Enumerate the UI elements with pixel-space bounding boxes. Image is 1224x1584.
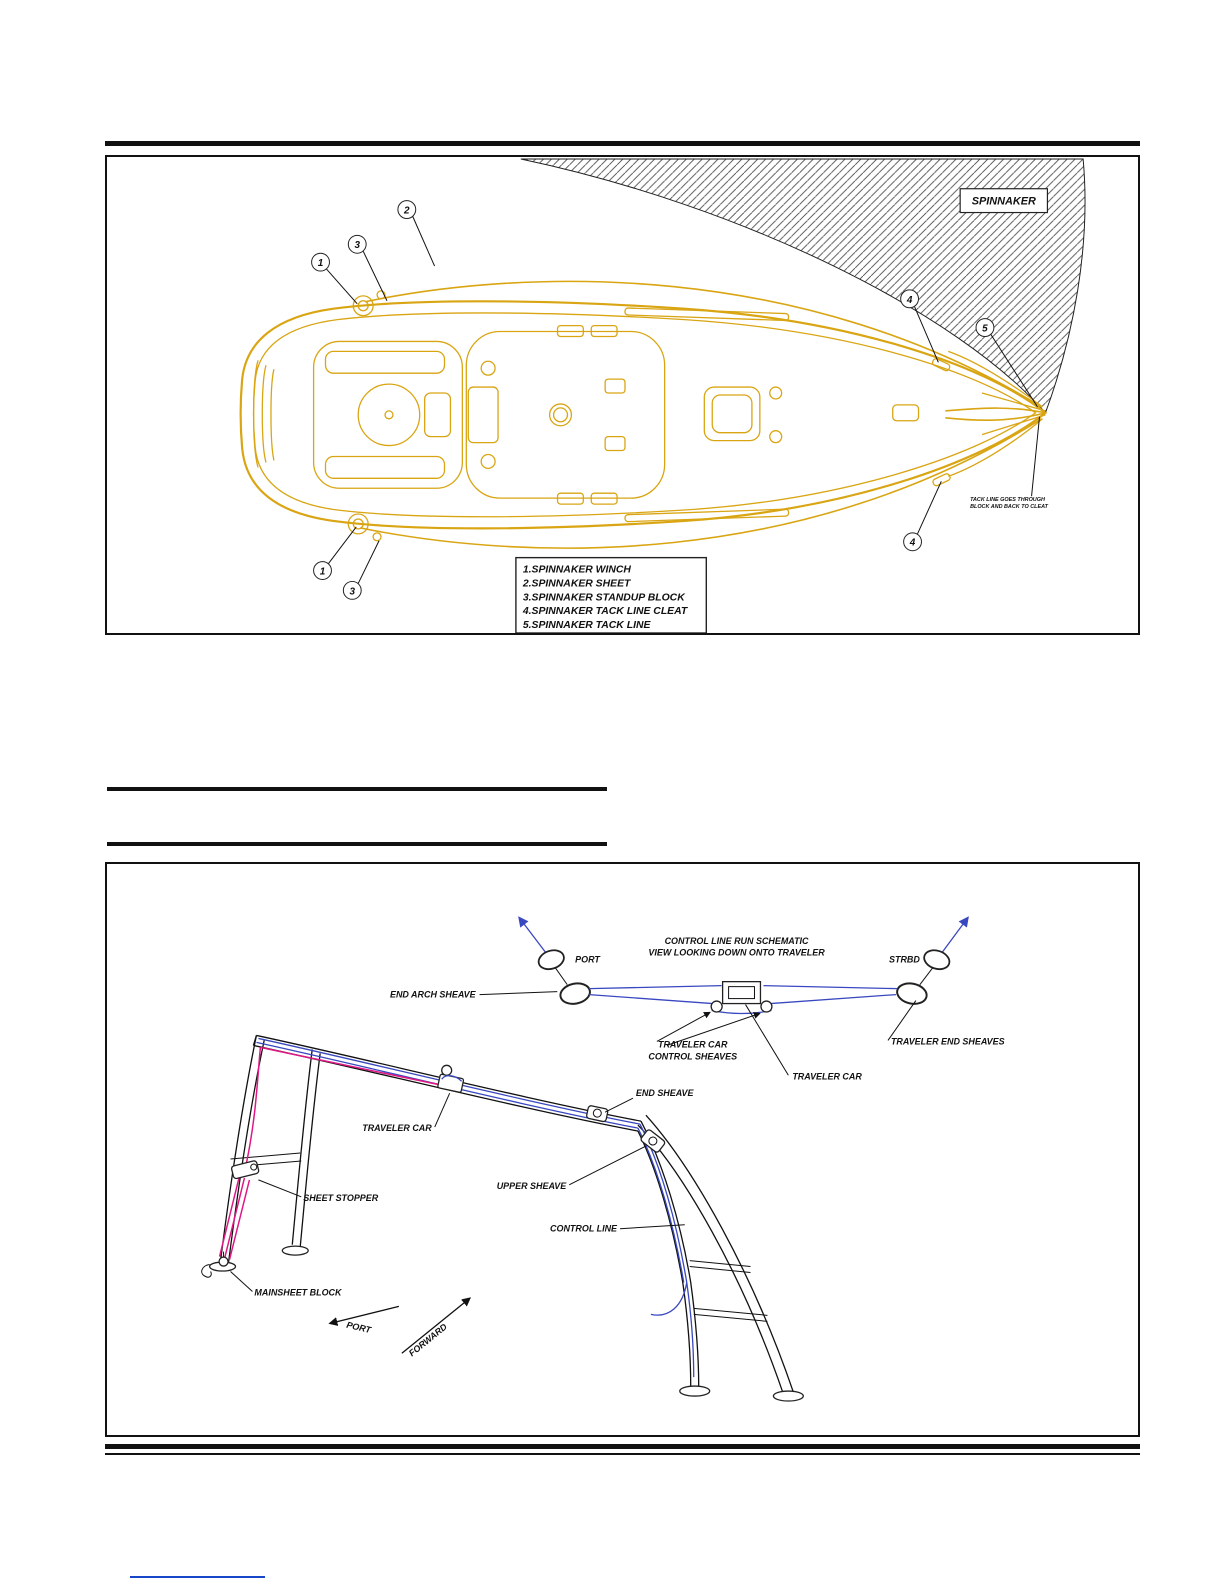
jib-track-stbd [624,508,790,523]
callout-3-top-number: 3 [354,240,360,251]
steering-wheel [357,383,421,447]
spinnaker-sail-shape [520,158,1086,414]
spinnaker-deck-svg: 2 3 1 4 5 4 1 [239,158,1086,633]
legend-box: 1.SPINNAKER WINCH 2.SPINNAKER SHEET 3.SP… [515,556,707,633]
end-sheave-device [586,1105,609,1123]
pedestal [424,392,452,438]
traveler-end-sheave-ellipse [896,982,928,1005]
mast [552,407,569,423]
callout-1-bottom-number: 1 [320,566,326,577]
control-line-schematic: CONTROL LINE RUN SCHEMATIC VIEW LOOKING … [390,916,1005,1081]
upper-sheave-device [640,1129,666,1153]
mainsheet-block-device [201,1251,229,1278]
schematic-traveler-car-label: TRAVELER CAR [792,1071,862,1081]
callout-1-bottom [313,561,332,580]
foredeck-hatch [703,386,761,442]
jib-track-port [624,307,790,322]
bottom-rule [105,1444,1140,1455]
tack-line-note-line1: TACK LINE GOES THROUGH [970,497,1046,503]
strbd-label: STRBD [889,955,920,965]
hull-outline [239,300,1048,530]
traveler-car-device [437,1064,465,1093]
tack-line-cleat-port [931,358,951,372]
car-control-sheave-right [760,1000,773,1013]
cabin-trunk [465,330,666,499]
callout-3-top [347,234,367,254]
forward-direction-label: FORWARD [407,1321,450,1358]
footer-link[interactable] [130,1576,265,1578]
spinnaker-sheet-stbd [360,418,1042,549]
schematic-title-line1: CONTROL LINE RUN SCHEMATIC [665,936,809,946]
car-control-sheave-left [710,1000,723,1013]
control-line-label: CONTROL LINE [550,1224,618,1234]
port-sheave-ellipse [537,949,565,971]
control-line-tail [650,1282,688,1316]
callout-2 [397,200,417,219]
arch-drawing: END SHEAVE TRAVELER CAR UPPER SHEAVE SHE… [201,1034,804,1402]
end-sheave-label: END SHEAVE [636,1088,695,1098]
windlass [892,404,920,422]
cockpit-seat-stbd [324,455,446,479]
strbd-sheave-ellipse [923,949,951,971]
traveler-arch-svg: CONTROL LINE RUN SCHEMATIC VIEW LOOKING … [201,916,1005,1402]
upper-sheave-label: UPPER SHEAVE [497,1181,568,1191]
legend-item-3: 3.SPINNAKER STANDUP BLOCK [523,592,686,603]
traveler-car-label: TRAVELER CAR [362,1123,432,1133]
schematic-title-line2: VIEW LOOKING DOWN ONTO TRAVELER [648,948,825,958]
callout-5 [975,318,995,337]
callout-4-top [900,289,920,309]
top-rule [105,141,1140,146]
port-direction-arrow [328,1305,400,1326]
cockpit-seat-port [324,350,446,374]
control-line-run [639,1123,695,1378]
cockpit [312,340,463,489]
standup-block-stbd [372,532,382,542]
callout-2-number: 2 [403,206,410,217]
legend-item-1: 1.SPINNAKER WINCH [523,565,632,576]
mainsheet-block-label: MAINSHEET BLOCK [254,1287,342,1297]
callout-4-top-number: 4 [906,295,913,306]
tack-line-cleat-stbd [932,473,951,487]
callouts: 2 3 1 4 5 4 1 [311,200,1038,600]
figure-traveler-arch: CONTROL LINE RUN SCHEMATIC VIEW LOOKING … [105,862,1140,1437]
control-sheaves-label-line1: TRAVELER CAR [658,1039,728,1049]
spinnaker-sheet-port [364,280,1042,408]
spinnaker-tack-line [945,412,1046,422]
callout-3-bottom-number: 3 [350,586,356,597]
port-label: PORT [575,955,601,965]
mainsheet-run-leg [245,1047,262,1164]
sheet-stopper-label: SHEET STOPPER [303,1193,378,1203]
spinnaker-winch-port [352,295,374,317]
mainsheet-run-beam [260,1046,452,1088]
section-rule-1 [107,787,607,791]
figure-spinnaker-deck-layout: 2 3 1 4 5 4 1 [105,155,1140,635]
callout-4-bottom-number: 4 [909,538,916,549]
spinnaker-winch-stbd [347,513,369,535]
boat-deck-drawing [239,280,1048,549]
companionway [467,386,499,444]
end-arch-sheave-label: END ARCH SHEAVE [390,990,477,1000]
tack-line-note: TACK LINE GOES THROUGH BLOCK AND BACK TO… [970,416,1049,510]
callout-1-top-number: 1 [318,258,324,269]
callout-4-bottom [903,532,922,552]
legend-item-4: 4.SPINNAKER TACK LINE CLEAT [522,606,689,617]
tack-line-note-line2: BLOCK AND BACK TO CLEAT [970,504,1049,510]
spinnaker-label: SPINNAKER [972,196,1036,208]
traveler-end-sheaves-label: TRAVELER END SHEAVES [891,1036,1005,1046]
arch-foot-front-right [679,1385,711,1397]
control-sheaves-label-line2: CONTROL SHEAVES [648,1051,737,1061]
port-direction-label: PORT [346,1320,374,1336]
arch-foot-rear-right [772,1390,804,1402]
spinnaker-label-box: SPINNAKER [959,188,1049,214]
callout-3-bottom [342,580,362,600]
arch-foot-rear-left [281,1245,309,1256]
callout-5-number: 5 [982,324,988,335]
forward-direction-arrow [401,1297,472,1354]
section-rule-2 [107,842,607,846]
callout-1-top [311,252,330,272]
legend-item-2: 2.SPINNAKER SHEET [522,578,632,589]
end-arch-sheave-ellipse [559,982,591,1005]
legend-item-5: 5.SPINNAKER TACK LINE [523,620,652,631]
sheet-stopper-device [230,1160,260,1180]
